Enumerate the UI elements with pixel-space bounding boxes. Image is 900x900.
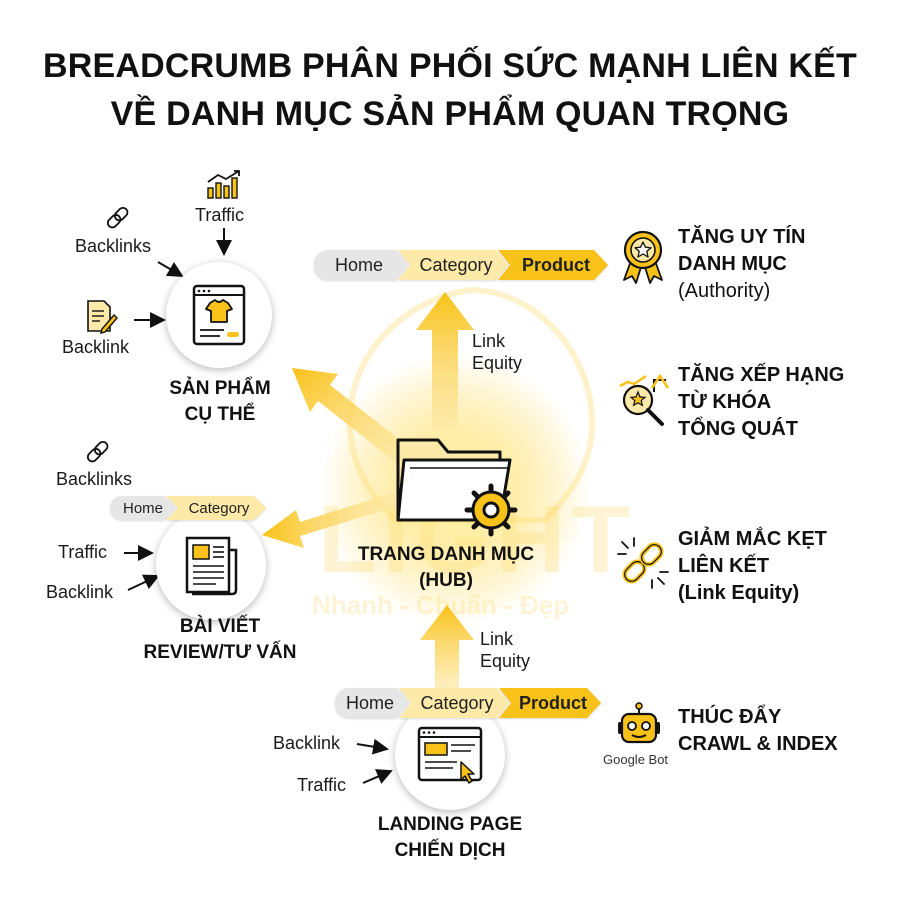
breadcrumb-mid: Home Category	[110, 496, 266, 520]
breadcrumb-category[interactable]: Category	[398, 250, 508, 280]
shirt-webpage-icon	[192, 284, 246, 346]
review-node-title: BÀI VIẾT REVIEW/TƯ VẤN	[143, 616, 297, 663]
page-title: BREADCRUMB PHÂN PHỐI SỨC MẠNH LIÊN KẾT V…	[0, 42, 900, 138]
chart-growth-icon	[207, 170, 240, 199]
google-bot-caption: Google Bot	[603, 752, 669, 767]
arrow-backlink-to-landing	[356, 738, 389, 755]
hub-label-line-1: TRANG DANH MỤC	[357, 544, 535, 565]
breadcrumb-product[interactable]: Product	[498, 250, 608, 280]
product-node-circle[interactable]	[166, 262, 272, 368]
folder-gear-icon	[396, 438, 518, 537]
breadcrumb-product[interactable]: Product	[499, 688, 601, 718]
landing-node-circle[interactable]	[395, 700, 505, 810]
ranking-magnifier-icon	[619, 374, 670, 426]
arrow-to-top-breadcrumb	[416, 292, 474, 430]
product-backlink-label: Backlink	[62, 337, 130, 357]
breadcrumb-top: Home Category Product	[314, 250, 608, 280]
link-equity-bottom: Link Equity	[480, 629, 531, 671]
link-chain-icon	[86, 440, 109, 463]
breadcrumb-category[interactable]: Category	[399, 688, 509, 718]
product-backlinks-label: Backlinks	[75, 236, 152, 256]
title-line-1: BREADCRUMB PHÂN PHỐI SỨC MẠNH LIÊN KẾT	[42, 47, 858, 85]
review-traffic-label: Traffic	[58, 542, 108, 562]
newspaper-icon	[185, 536, 238, 596]
hub-label-line-2: (HUB)	[419, 570, 473, 591]
document-pencil-icon	[87, 300, 118, 334]
arrow-backlink-to-review	[127, 574, 160, 591]
breadcrumb-home[interactable]: Home	[110, 496, 176, 520]
arrow-to-review-node	[262, 492, 398, 548]
broken-chain-icon	[617, 537, 669, 589]
landing-backlink-label: Backlink	[273, 733, 341, 753]
title-line-2: VỀ DANH MỤC SẢN PHẨM QUAN TRỌNG	[110, 95, 790, 133]
benefit-authority: TĂNG UY TÍN DANH MỤC (Authority)	[678, 226, 806, 302]
robot-icon	[618, 702, 660, 744]
review-node-circle[interactable]	[156, 510, 266, 620]
review-backlinks-label: Backlinks	[56, 469, 133, 489]
breadcrumb-bottom: Home Category Product	[335, 688, 601, 718]
benefit-link-equity: GIẢM MẮC KẸT LIÊN KẾT (Link Equity)	[678, 528, 827, 604]
landing-traffic-label: Traffic	[297, 775, 347, 795]
hub-label: TRANG DANH MỤC (HUB)	[346, 542, 546, 594]
arrow-backlinks-to-product	[157, 261, 184, 278]
arrow-to-product-node	[292, 368, 415, 468]
benefit-crawl-index: THÚC ĐẨY CRAWL & INDEX	[678, 706, 838, 755]
link-chain-icon	[106, 206, 129, 229]
review-backlink-label: Backlink	[46, 582, 114, 602]
arrow-from-landing-node	[420, 605, 474, 690]
breadcrumb-home[interactable]: Home	[335, 688, 409, 718]
product-traffic-label: Traffic	[195, 205, 245, 225]
benefit-keyword-ranking: TĂNG XẾP HẠNG TỪ KHÓA TỔNG QUÁT	[678, 364, 845, 440]
breadcrumb-category[interactable]: Category	[166, 496, 266, 520]
arrow-traffic-to-landing	[362, 769, 393, 784]
webpage-cursor-icon	[417, 726, 483, 784]
landing-node-title: LANDING PAGE CHIẾN DỊCH	[377, 814, 523, 861]
breadcrumb-home[interactable]: Home	[314, 250, 408, 280]
link-equity-top: Link Equity	[472, 331, 523, 373]
product-node-title: SẢN PHẨM CỤ THỂ	[169, 378, 271, 425]
award-badge-icon	[623, 230, 663, 284]
